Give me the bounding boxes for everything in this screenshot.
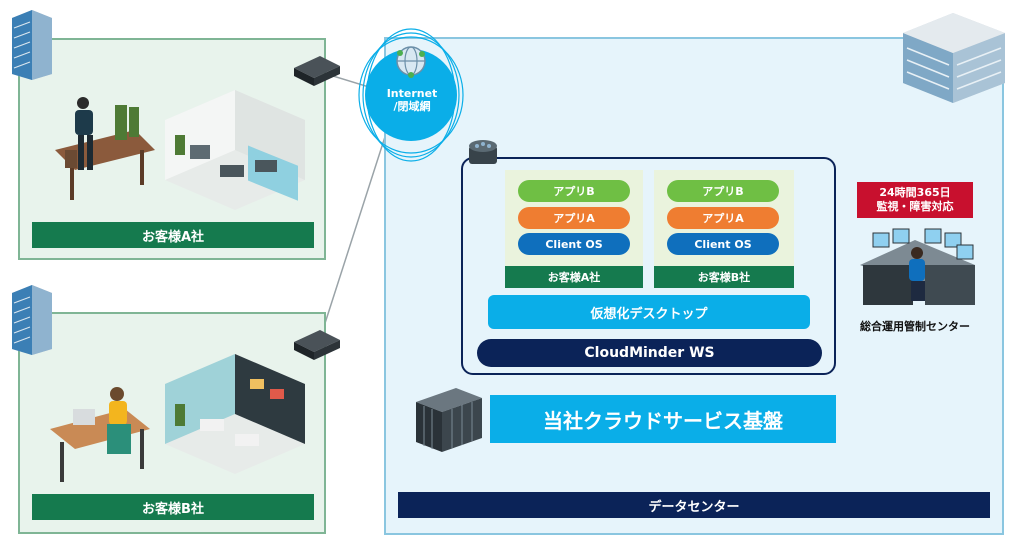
ops-badge: 24時間365日 監視・障害対応	[857, 182, 973, 218]
app-a-pill: アプリA	[667, 207, 779, 229]
globe-icon	[396, 46, 426, 78]
cloud-platform-bar: 当社クラウドサービス基盤	[490, 395, 836, 443]
customer-a-panel: お客様A社	[18, 38, 326, 260]
server-rack-icon	[416, 388, 482, 452]
router-a-icon	[294, 56, 340, 86]
client-os-pill: Client OS	[667, 233, 779, 255]
building-b-icon	[12, 285, 52, 355]
ops-badge-line2: 監視・障害対応	[876, 200, 954, 213]
customer-b-label: お客様B社	[32, 494, 314, 520]
customer-b-panel: お客様B社	[18, 312, 326, 534]
app-a-pill: アプリA	[518, 207, 630, 229]
office-worker-b-illustration	[50, 387, 150, 482]
app-b-pill: アプリB	[667, 180, 779, 202]
vdi-column-b: アプリB アプリA Client OS お客様B社	[654, 170, 794, 288]
vdi-column-b-footer: お客様B社	[654, 266, 794, 288]
gateway-device-icon	[469, 140, 497, 164]
datacenter-building-icon	[903, 13, 1005, 103]
datacenter-label: データセンター	[398, 492, 990, 518]
internet-cloud-rings	[358, 28, 464, 162]
office-room-b-illustration	[165, 354, 305, 474]
vdi-column-a-footer: お客様A社	[505, 266, 643, 288]
vdi-column-a: アプリB アプリA Client OS お客様A社	[505, 170, 643, 288]
internet-label: Internet /閉域網	[366, 87, 458, 113]
virtual-desktop-bar: 仮想化デスクトップ	[488, 295, 810, 329]
internet-label-line1: Internet	[386, 87, 438, 100]
ops-badge-line1: 24時間365日	[879, 186, 951, 199]
internet-label-line2: /閉域網	[393, 100, 431, 113]
building-a-icon	[12, 10, 52, 80]
cloudminder-ws-bar: CloudMinder WS	[477, 339, 822, 367]
operator-monitoring-illustration	[860, 228, 975, 305]
client-os-pill: Client OS	[518, 233, 630, 255]
ops-center-label: 総合運用管制センター	[860, 320, 970, 333]
office-worker-a-illustration	[55, 97, 155, 200]
office-room-a-illustration	[165, 90, 305, 210]
customer-a-label: お客様A社	[32, 222, 314, 248]
app-b-pill: アプリB	[518, 180, 630, 202]
router-b-icon	[294, 330, 340, 360]
